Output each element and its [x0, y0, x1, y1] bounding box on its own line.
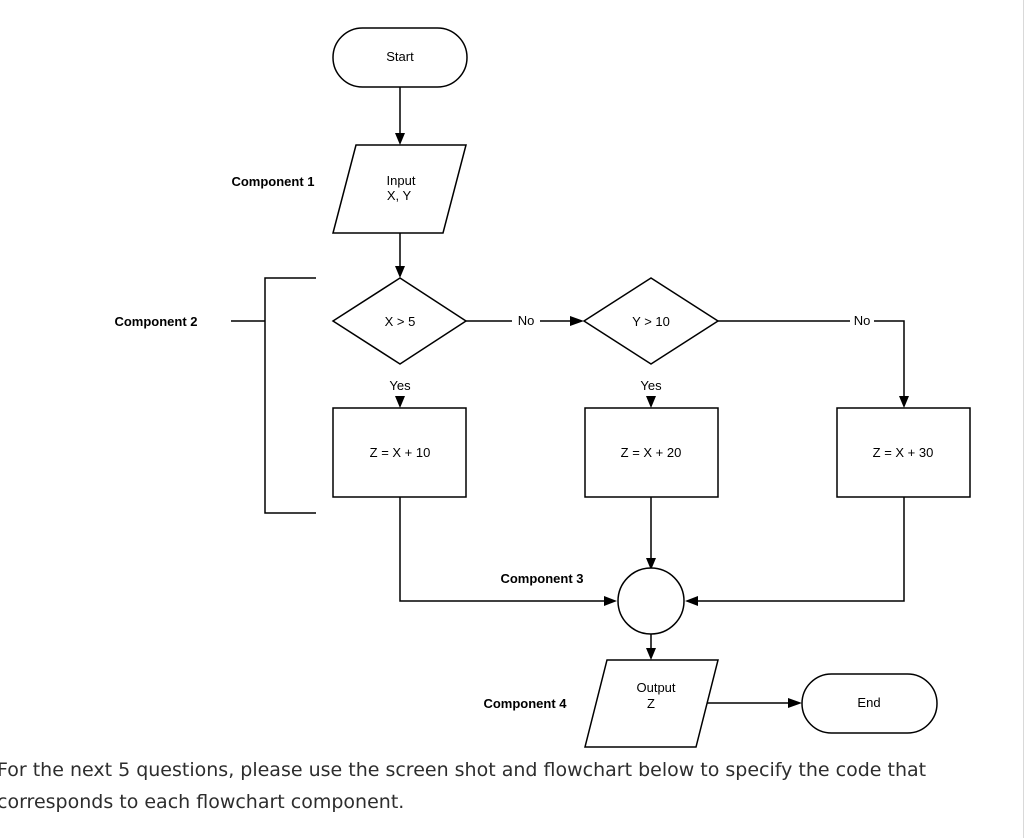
end-terminal [801, 673, 938, 734]
process-1-text: Z = X + 10 [370, 445, 431, 460]
arrowhead [395, 266, 405, 278]
arrowhead [685, 596, 698, 606]
instructions-line-1: For the next 5 questions, please use the… [0, 759, 927, 781]
component2-bracket [231, 277, 316, 514]
yes-label-2: Yes [640, 378, 662, 393]
arrowhead [604, 596, 617, 606]
start-terminal [332, 27, 468, 88]
instructions-line-2: corresponds to each flowchart component. [0, 791, 405, 813]
component-1-label: Component 1 [231, 174, 314, 189]
decision2-no-line [718, 320, 905, 398]
merge-connector [617, 567, 685, 635]
arrowhead [646, 396, 656, 408]
connectors [231, 87, 909, 708]
process-box-3 [836, 407, 971, 498]
end-text: End [857, 695, 880, 710]
process1-to-merge-line [399, 497, 606, 602]
decision-x-diamond [331, 277, 468, 365]
input-text-line1: Input [387, 173, 416, 188]
component-4-label: Component 4 [483, 696, 567, 711]
arrowhead [788, 698, 802, 708]
decision-y-text: Y > 10 [632, 314, 670, 329]
input-text-line2: X, Y [387, 188, 412, 203]
output-parallelogram [584, 659, 719, 748]
no-label-1: No [518, 313, 535, 328]
arrowhead [395, 133, 405, 145]
output-text-line2: Z [647, 696, 655, 711]
process-3-text: Z = X + 30 [873, 445, 934, 460]
arrowhead [899, 396, 909, 408]
component-2-label: Component 2 [114, 314, 197, 329]
arrowhead [395, 396, 405, 408]
arrowhead [646, 648, 656, 660]
component-3-label: Component 3 [500, 571, 583, 586]
process-box-1 [332, 407, 467, 498]
flowchart-diagram: Start Input X, Y X > 5 Y > 10 No No Yes … [114, 27, 971, 748]
output-text-line1: Output [636, 680, 675, 695]
process3-to-merge-line [698, 497, 905, 602]
decision-y-diamond [582, 277, 720, 365]
process-box-2 [584, 407, 719, 498]
no-label-2: No [854, 313, 871, 328]
process-2-text: Z = X + 20 [621, 445, 682, 460]
arrowhead [646, 558, 656, 570]
yes-label-1: Yes [389, 378, 411, 393]
start-text: Start [386, 49, 414, 64]
arrowhead [570, 316, 584, 326]
decision-x-text: X > 5 [385, 314, 416, 329]
instructions-text: For the next 5 questions, please use the… [0, 754, 1017, 818]
input-parallelogram [332, 144, 467, 234]
